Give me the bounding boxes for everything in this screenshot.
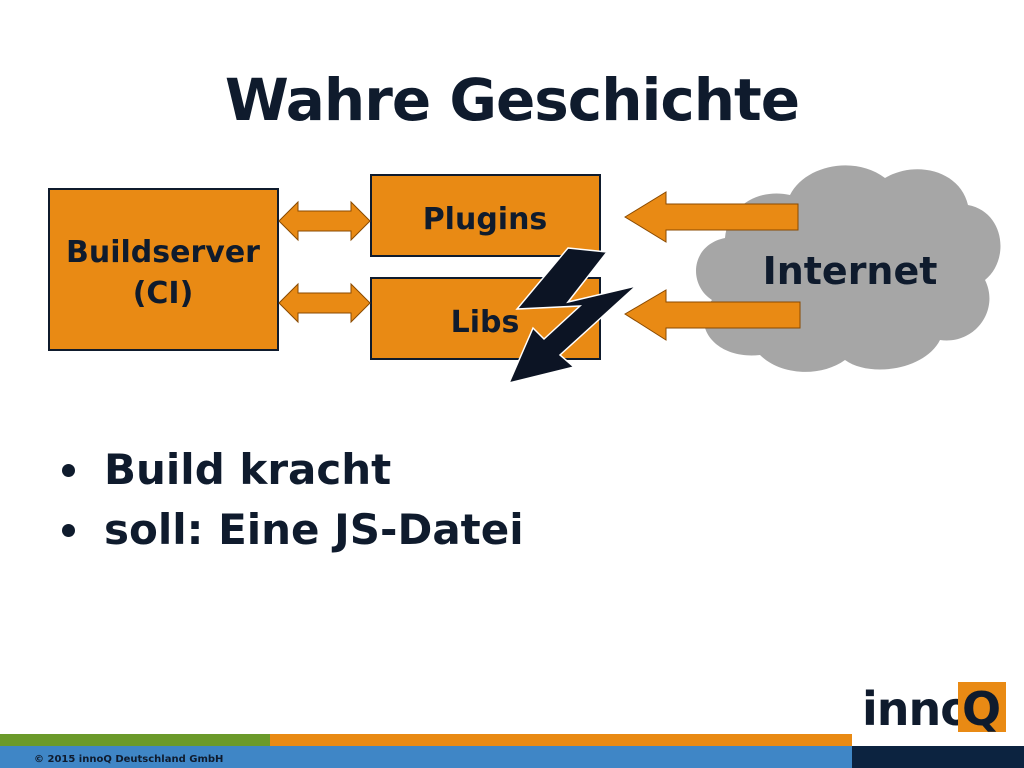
arrow-internet-to-plugins [624,191,799,243]
plugins-box [370,174,601,257]
footer-bar-blue [0,746,852,768]
logo-q-letter: Q [962,682,1002,736]
bullet-dot-icon [62,524,75,537]
bullet-item: soll: Eine JS-Datei [58,500,524,560]
bullet-dot-icon [62,464,75,477]
double-arrow-libs [278,282,371,324]
bullet-text: soll: Eine JS-Datei [104,505,524,554]
buildserver-label-line2: (CI) [133,276,194,311]
footer-bar-navy [852,746,1024,768]
logo-q-box [958,682,1006,732]
plugins-label: Plugins [423,202,548,237]
internet-label: Internet [763,249,938,293]
footer-bar-orange [270,734,852,746]
logo-text: inno [862,682,972,736]
lightning-bolt-icon [507,247,639,385]
slide-title: Wahre Geschichte [224,66,800,134]
libs-label: Libs [451,305,520,340]
arrow-internet-to-libs [624,289,801,341]
buildserver-label-line1: Buildserver [66,235,260,270]
double-arrow-plugins [278,200,371,242]
footer-bars [0,734,1024,768]
buildserver-box [48,188,279,351]
footer-bar-green [0,734,270,746]
bullet-list: Build kracht soll: Eine JS-Datei [58,440,524,560]
copyright-text: © 2015 innoQ Deutschland GmbH [34,754,224,765]
bullet-text: Build kracht [104,445,392,494]
bullet-item: Build kracht [58,440,524,500]
